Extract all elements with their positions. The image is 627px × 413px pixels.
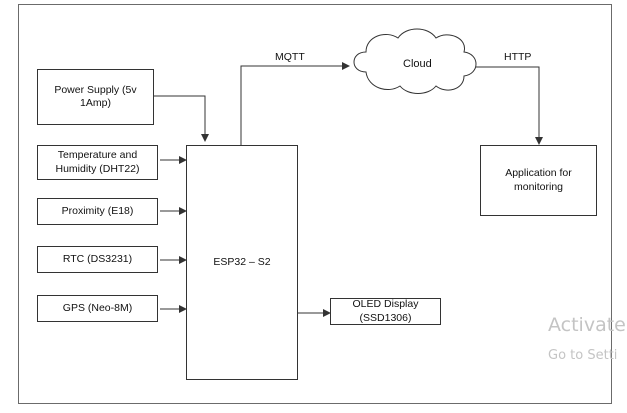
- proximity-box: Proximity (E18): [37, 198, 158, 225]
- mqtt-label: MQTT: [275, 51, 305, 63]
- app-box: Application for monitoring: [480, 145, 597, 216]
- arrow-mcu-to-cloud: [240, 62, 350, 145]
- temp-humidity-box: Temperature and Humidity (DHT22): [37, 145, 158, 180]
- app-label: Application for monitoring: [505, 167, 572, 193]
- power-supply-label: Power Supply (5v 1Amp): [54, 83, 137, 109]
- power-supply-box: Power Supply (5v 1Amp): [37, 69, 154, 125]
- rtc-box: RTC (DS3231): [37, 246, 158, 273]
- mcu-label: ESP32 – S2: [213, 255, 271, 268]
- temp-humidity-label: Temperature and Humidity (DHT22): [55, 149, 140, 175]
- proximity-label: Proximity (E18): [61, 204, 134, 217]
- gps-label: GPS (Neo-8M): [62, 301, 133, 314]
- http-label: HTTP: [504, 51, 532, 63]
- oled-box: OLED Display (SSD1306): [330, 298, 441, 325]
- arrow-power-to-mcu: [154, 95, 209, 142]
- cloud-shape: [353, 28, 477, 94]
- arrow-cloud-to-app: [475, 66, 543, 145]
- diagram-frame: [18, 4, 612, 404]
- oled-label: OLED Display (SSD1306): [352, 298, 419, 324]
- mcu-box: ESP32 – S2: [186, 145, 298, 380]
- activate-windows-subtitle: Go to Setti: [548, 348, 618, 363]
- cloud-label: Cloud: [403, 58, 432, 70]
- rtc-label: RTC (DS3231): [62, 252, 133, 265]
- activate-windows-title: Activate: [548, 314, 626, 336]
- gps-box: GPS (Neo-8M): [37, 295, 158, 322]
